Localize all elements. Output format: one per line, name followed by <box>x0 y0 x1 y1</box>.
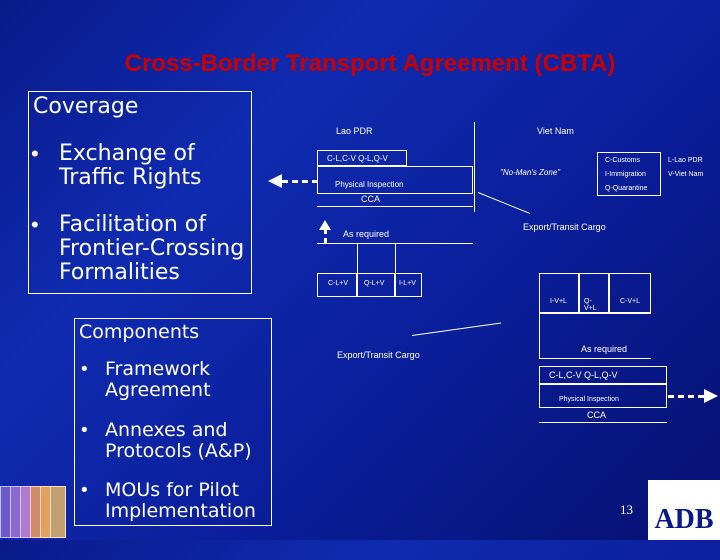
legend-lao: L-Lao PDR <box>668 157 703 164</box>
decorative-stacked-cards <box>0 482 80 540</box>
adb-logo: ADB <box>648 480 720 540</box>
as-required-label-1: As required <box>343 229 390 239</box>
coverage-item-traffic-rights: Exchange of Traffic Rights <box>59 141 202 190</box>
viet-checkpoint-labels: C-L,C-V Q-L,Q-V <box>549 370 618 380</box>
bullet-marker: • <box>81 359 88 380</box>
coverage-item-frontier-crossing: Facilitation of Frontier-Crossing Formal… <box>59 212 245 285</box>
components-heading: Components <box>79 321 200 343</box>
cca-line-top <box>317 206 473 207</box>
label-viet-nam: Viet Nam <box>537 126 574 136</box>
lao-box-customs-label: C-L+V <box>328 280 349 287</box>
lao-box-quarantine: Q-L+V <box>357 273 395 297</box>
page-number: 13 <box>620 502 633 517</box>
bullet-marker: • <box>31 212 39 237</box>
coverage-panel: Coverage • Exchange of Traffic Rights • … <box>28 91 252 294</box>
legend-quarantine: Q-Quarantine <box>605 185 648 192</box>
label-lao-pdr: Lao PDR <box>336 126 373 136</box>
viet-box-customs: C-V+L <box>609 273 651 313</box>
viet-box-line <box>539 313 651 314</box>
component-mous-pilot: MOUs for Pilot Implementation <box>105 479 256 522</box>
flow-arrow-up-left <box>324 228 327 244</box>
cca-line-bottom <box>539 422 667 423</box>
physical-inspection-box-top: Physical Inspection <box>317 166 473 194</box>
export-transit-label-1: Export/Transit Cargo <box>523 222 606 232</box>
arrow-head-right <box>704 389 718 403</box>
legend-customs: C-Customs <box>605 157 641 164</box>
diagonal-flow-1 <box>477 192 531 214</box>
label-no-mans-zone: "No-Man's Zone" <box>500 168 561 177</box>
viet-box-immigration-label: I-V+L <box>550 298 567 305</box>
as-required-line-2 <box>539 358 651 359</box>
legend-box: C-Customs I-Immigration Q-Quarantine <box>597 152 661 196</box>
lao-checkpoint-labels: C-L,C-V Q-L,Q-V <box>327 154 388 163</box>
arrow-head-left <box>268 174 282 188</box>
bullet-marker: • <box>81 480 88 501</box>
lao-box-customs: C-L+V <box>317 273 357 297</box>
lao-box-quarantine-label: Q-L+V <box>364 280 385 287</box>
physical-inspection-label: Physical Inspection <box>335 180 404 189</box>
slide-title: Cross-Border Transport Agreement (CBTA) <box>124 50 616 77</box>
cca-label-bottom: CCA <box>587 410 607 420</box>
lao-checkpoint-box-top: C-L,C-V Q-L,Q-V <box>317 150 407 166</box>
border-line-top <box>474 122 475 212</box>
flow-arrow-right <box>668 395 704 398</box>
viet-box-immigration: I-V+L <box>539 273 579 313</box>
component-framework-agreement: Framework Agreement <box>105 358 211 401</box>
viet-box-quarantine-label: Q-V+L <box>584 298 597 312</box>
viet-box-customs-label: C-V+L <box>620 298 641 305</box>
physical-inspection-box-bottom: Physical Inspection <box>539 384 667 408</box>
component-annexes-protocols: Annexes and Protocols (A&P) <box>105 419 252 462</box>
physical-inspection-label-2: Physical Inspection <box>559 396 619 403</box>
viet-box-quarantine: Q-V+L <box>579 273 609 313</box>
border-line-bottom <box>539 313 540 358</box>
lao-box-divider <box>357 243 358 273</box>
bullet-marker: • <box>81 420 88 441</box>
lao-box-immigration: I-L+V <box>395 273 422 297</box>
bullet-marker: • <box>31 141 39 166</box>
coverage-heading: Coverage <box>33 94 139 119</box>
lao-box-divider <box>395 243 396 273</box>
flow-arrow-left <box>282 180 318 183</box>
viet-checkpoint-box-bottom: C-L,C-V Q-L,Q-V <box>539 366 667 384</box>
lao-box-immigration-label: I-L+V <box>399 280 416 287</box>
arrow-head-up-left <box>319 220 331 230</box>
export-transit-label-2: Export/Transit Cargo <box>337 350 420 360</box>
diagonal-flow-2 <box>411 322 502 336</box>
components-panel: Components • Framework Agreement • Annex… <box>74 318 272 526</box>
cca-label-top: CCA <box>361 194 381 204</box>
legend-viet: V-Viet Nam <box>668 171 704 178</box>
legend-immigration: I-Immigration <box>605 171 646 178</box>
as-required-label-2: As required <box>581 344 628 354</box>
